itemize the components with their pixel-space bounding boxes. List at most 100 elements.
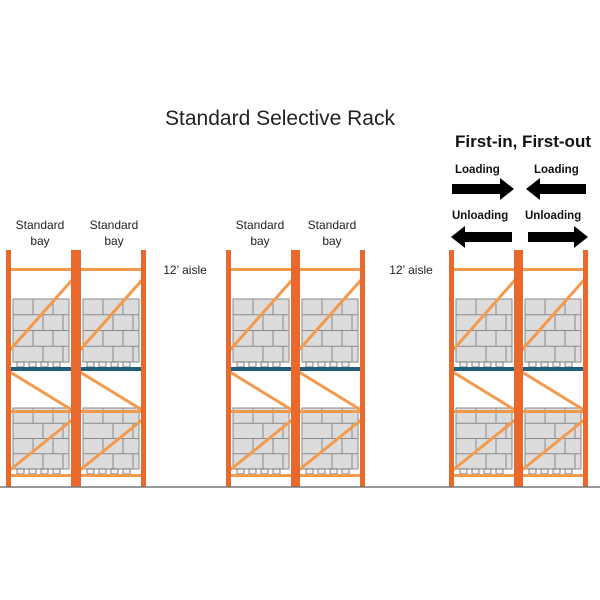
blue-beam: [520, 367, 586, 371]
pallet-load-1: [12, 298, 70, 368]
diagram-title: Standard Selective Rack: [165, 107, 395, 130]
brace: [451, 279, 517, 351]
upright: [71, 250, 76, 487]
low-beam: [78, 474, 144, 477]
pallet-slat: [540, 361, 549, 368]
pallet-slat: [248, 361, 257, 368]
upright: [518, 250, 523, 487]
brace: [9, 418, 73, 472]
pallet-slat: [236, 468, 245, 475]
pallet-slat: [459, 361, 468, 368]
pallet-slat: [495, 361, 504, 368]
pallet-slat: [272, 361, 281, 368]
aisle-label-1: 12’ aisle: [163, 263, 207, 277]
bay-label-2: Standard bay: [89, 218, 139, 248]
brace: [8, 279, 74, 351]
pallet-slat: [98, 468, 107, 475]
pallet-slat: [471, 361, 480, 368]
low-beam: [520, 474, 586, 477]
loading-arrow-right-rack: [526, 178, 586, 200]
pallet-slat: [552, 361, 561, 368]
unloading-label-left: Unloading: [452, 210, 509, 222]
mid-beam: [520, 410, 586, 413]
pallet-slat: [329, 468, 338, 475]
bay-label-1: Standard bay: [15, 218, 65, 248]
brace: [228, 279, 294, 351]
unloading-label-right: Unloading: [525, 210, 582, 222]
mid-beam: [228, 410, 294, 413]
brace: [452, 418, 516, 472]
blue-beam: [228, 367, 294, 371]
brace: [521, 418, 585, 472]
pallet-slat: [483, 361, 492, 368]
aisle-label-2: 12’ aisle: [389, 263, 433, 277]
pallet-slat: [52, 468, 61, 475]
pallet-slat: [341, 361, 350, 368]
low-beam: [451, 474, 517, 477]
pallet-slat: [110, 468, 119, 475]
mid-beam: [78, 410, 144, 413]
pallet-load-4: [82, 407, 140, 475]
pallet-slat: [122, 361, 131, 368]
pallet-slat: [40, 361, 49, 368]
fifo-arrows: [451, 178, 588, 248]
pallet-slat: [471, 468, 480, 475]
unloading-arrow-right-rack: [528, 226, 588, 248]
upright: [291, 250, 296, 487]
low-beam: [297, 474, 363, 477]
brace: [452, 370, 516, 412]
brace: [78, 279, 144, 351]
rack-group: [6, 250, 588, 487]
pallet-slat: [341, 468, 350, 475]
fifo-heading: First-in, First-out: [455, 132, 591, 151]
pallet-slat: [86, 361, 95, 368]
upright: [360, 250, 365, 487]
low-beam: [8, 474, 74, 477]
brace: [79, 370, 143, 412]
pallet-slat: [528, 468, 537, 475]
pallet-slat: [28, 361, 37, 368]
brace: [9, 370, 73, 412]
pallet-slat: [28, 468, 37, 475]
brace: [298, 418, 362, 472]
pallet-slat: [305, 468, 314, 475]
unloading-arrow-left-rack: [451, 226, 512, 248]
brace: [229, 418, 293, 472]
pallet-slat: [317, 468, 326, 475]
brace: [298, 370, 362, 412]
pallet-slat: [528, 361, 537, 368]
pallet-slat: [260, 468, 269, 475]
pallet-slat: [552, 468, 561, 475]
mid-beam: [8, 410, 74, 413]
loading-label-right: Loading: [534, 164, 579, 176]
upright: [583, 250, 588, 487]
blue-beam: [297, 367, 363, 371]
upright: [6, 250, 11, 487]
pallet-slat: [248, 468, 257, 475]
pallet-slat: [305, 361, 314, 368]
blue-beam: [8, 367, 74, 371]
pallet-load-3: [82, 298, 140, 368]
pallet-slat: [16, 468, 25, 475]
pallet-slat: [329, 361, 338, 368]
pallet-slat: [483, 468, 492, 475]
mid-beam: [297, 410, 363, 413]
pallet-slat: [52, 361, 61, 368]
brace: [229, 370, 293, 412]
upright: [76, 250, 81, 487]
brace: [79, 418, 143, 472]
pallet-load-5: [232, 298, 290, 368]
pallet-load-8: [301, 407, 359, 475]
pallet-slat: [260, 361, 269, 368]
pallet-load-6: [232, 407, 290, 475]
pallet-load-9: [455, 298, 513, 368]
pallet-slat: [564, 361, 573, 368]
top-beam: [297, 268, 363, 271]
low-beam: [228, 474, 294, 477]
blue-beam: [78, 367, 144, 371]
bay-label-4: Standard bay: [307, 218, 357, 248]
top-beam: [520, 268, 586, 271]
pallet-slat: [40, 468, 49, 475]
pallet-slat: [98, 361, 107, 368]
